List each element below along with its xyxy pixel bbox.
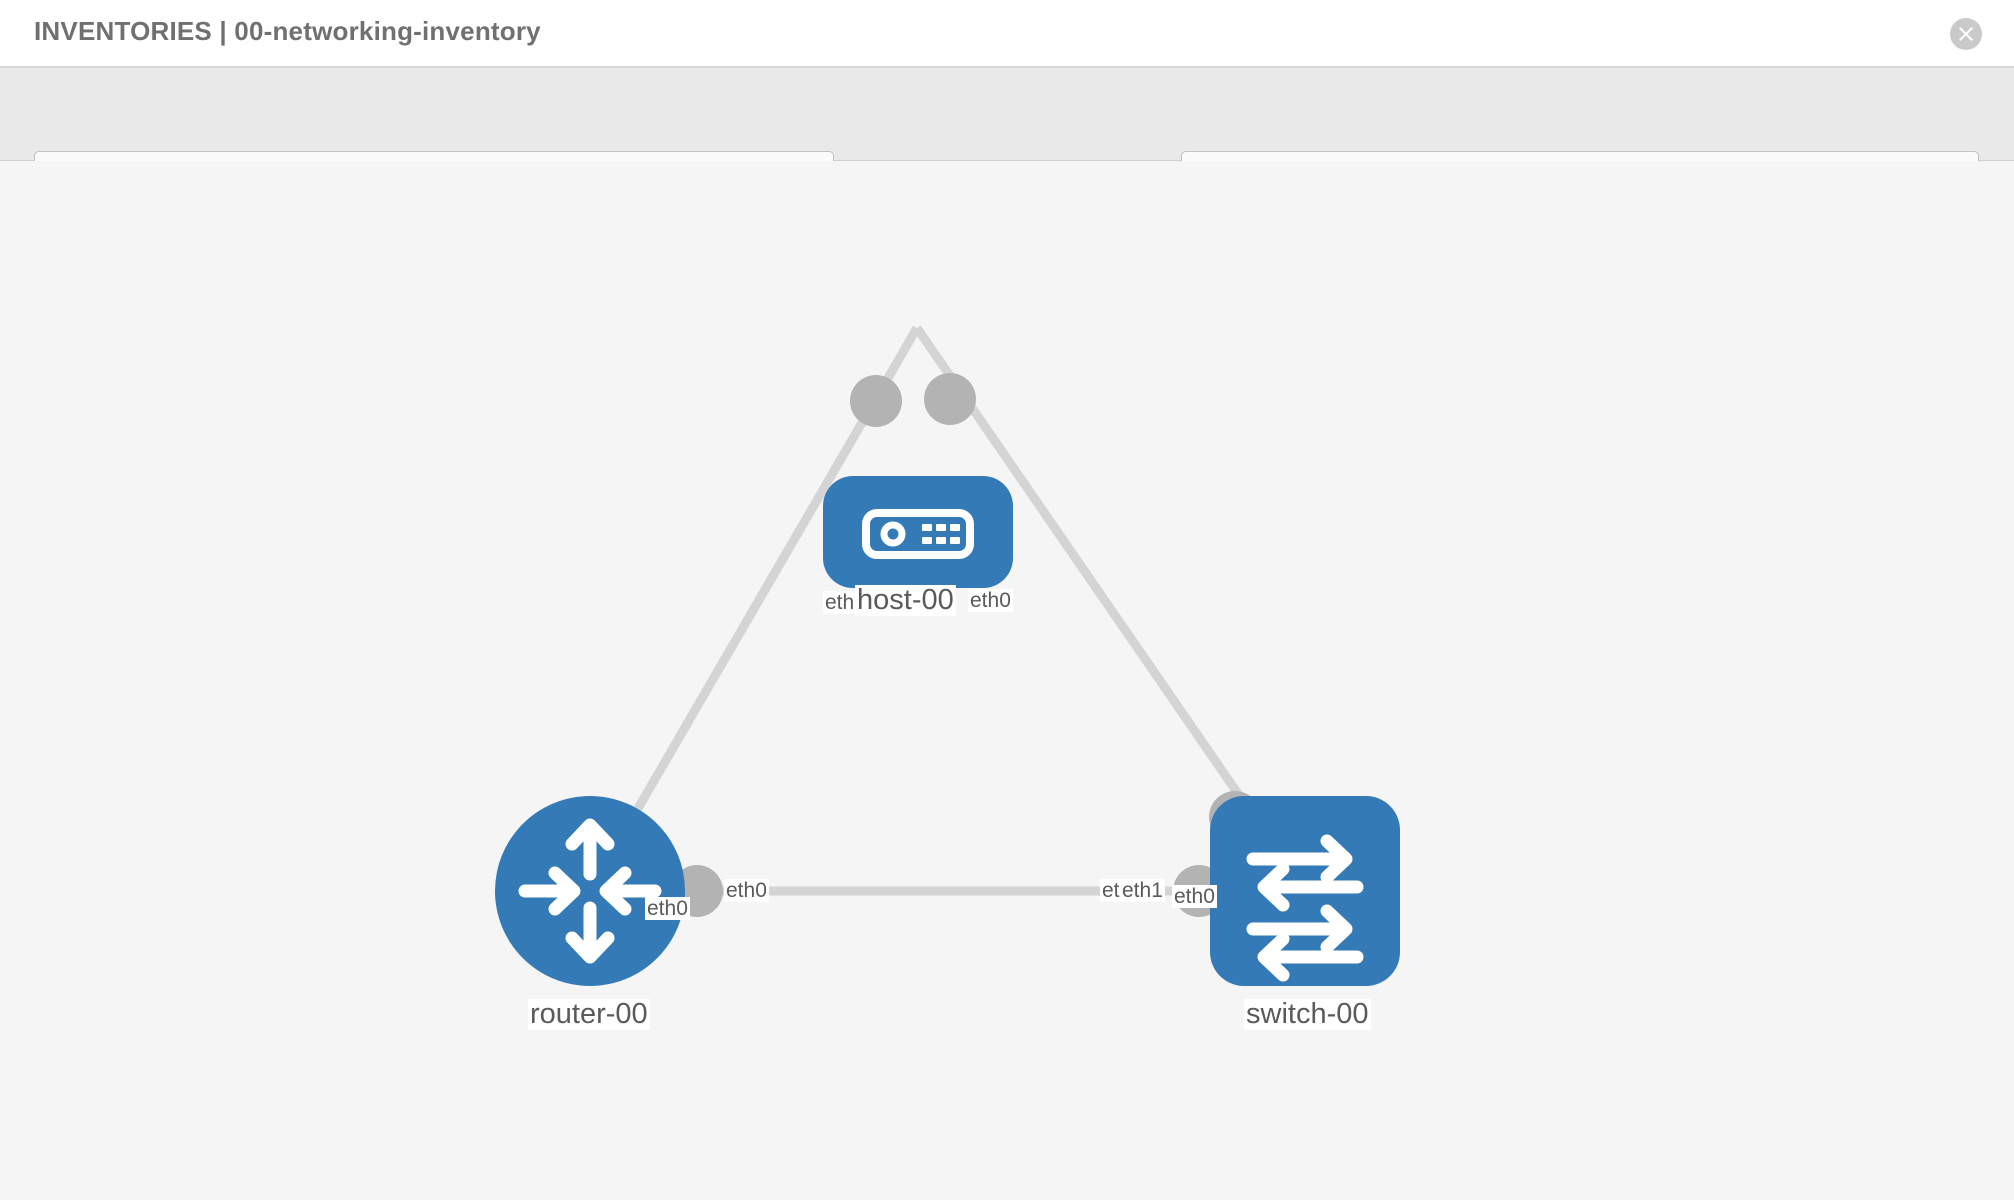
topology-graph: [495, 325, 1400, 986]
stub-host-right: [924, 373, 976, 425]
iface-label: eth0: [645, 897, 690, 920]
stub-host-left: [850, 375, 902, 427]
node-switch-00: [1210, 796, 1400, 986]
iface-label: eth0: [724, 879, 769, 902]
topology-canvas[interactable]: eth0 host-00 eth0 eth0 eth0 eth0 eth eth…: [0, 161, 2014, 1200]
node-router-00-shape: [495, 796, 685, 986]
server-icon: [862, 509, 974, 559]
page-title: INVENTORIES | 00-networking-inventory: [34, 16, 541, 46]
page-header: INVENTORIES | 00-networking-inventory: [0, 0, 2014, 68]
node-label-router-00: router-00: [528, 998, 650, 1030]
router-icon: [518, 818, 662, 964]
node-host-00-shape: [823, 476, 1013, 588]
close-icon[interactable]: [1950, 18, 1982, 50]
node-label-switch-00: switch-00: [1244, 998, 1371, 1030]
topology-stubs: [671, 373, 1261, 917]
iface-label: eth1: [1120, 879, 1165, 902]
node-router-00: [495, 796, 685, 986]
node-label-host-00: host-00: [855, 584, 956, 616]
iface-label: eth0: [1172, 885, 1217, 908]
iface-label: eth0: [968, 589, 1013, 612]
toolbar: ACTIONS SEARCH: [0, 68, 2014, 206]
switch-icon: [1246, 834, 1364, 982]
node-host-00: [823, 476, 1013, 588]
